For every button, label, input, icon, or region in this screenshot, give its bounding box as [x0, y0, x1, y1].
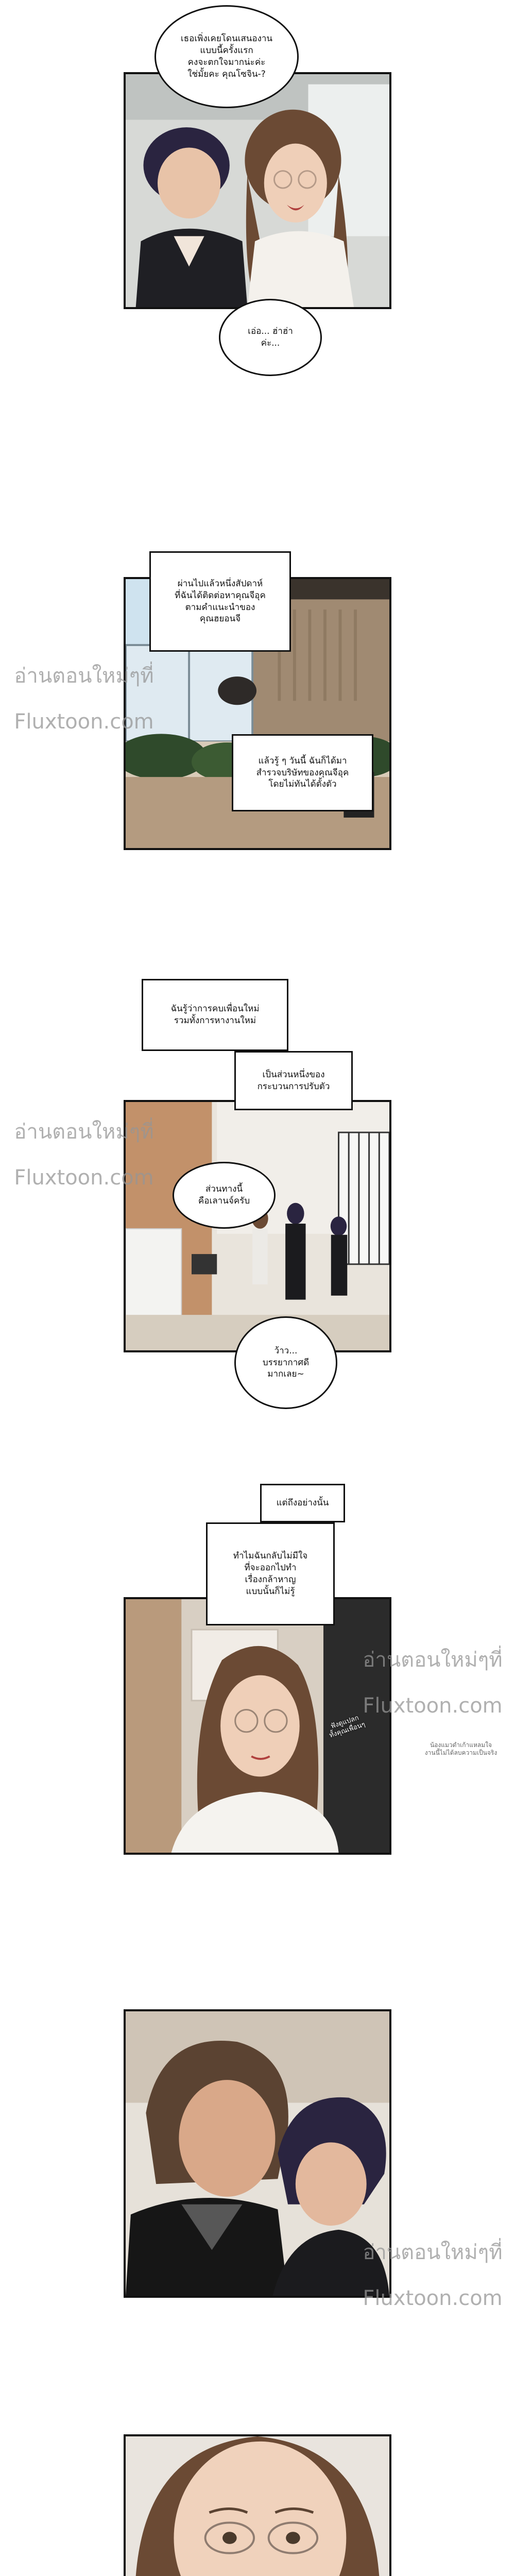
watermark-1-line2: Fluxtoon.com — [14, 710, 154, 734]
narration-box-1: ผ่านไปแล้วหนึ่งสัปดาห์ ที่ฉันได้ติดต่อหา… — [149, 551, 291, 652]
watermark-2-line1: อ่านตอนใหม่ๆที่ — [14, 1120, 154, 1144]
watermark-3-line1: อ่านตอนใหม่ๆที่ — [363, 1648, 503, 1672]
watermark-1: อ่านตอนใหม่ๆที่ Fluxtoon.com — [9, 641, 159, 757]
panel-1-art — [126, 74, 389, 307]
panel-1 — [124, 72, 391, 309]
speech-bubble-2: เอ่อ... ฮ่าฮ่า ค่ะ... — [219, 299, 322, 376]
speech-bubble-4: ว้าว... บรรยากาศดี มากเลย~ — [234, 1316, 337, 1409]
panel-4-art — [126, 1599, 389, 1853]
watermark-2-line2: Fluxtoon.com — [14, 1166, 154, 1190]
panel-5 — [124, 2009, 391, 2298]
credit-text: น้องแมวดำเก้าแหลมใจ งานนี้ไม่ได้ลบความเป… — [424, 1741, 497, 1756]
panel-4 — [124, 1597, 391, 1855]
watermark-1-line1: อ่านตอนใหม่ๆที่ — [14, 664, 154, 688]
narration-box-4: เป็นส่วนหนึ่งของ กระบวนการปรับตัว — [234, 1051, 353, 1110]
panel-3-art — [126, 1102, 389, 1350]
narration-box-6: ทำไมฉันกลับไม่มีใจ ที่จะออกไปทำ เรื่องกล… — [206, 1522, 335, 1625]
watermark-4-line2: Fluxtoon.com — [363, 2286, 503, 2311]
watermark-4-line1: อ่านตอนใหม่ๆที่ — [363, 2240, 503, 2264]
narration-box-5: แต่ถึงอย่างนั้น — [260, 1484, 345, 1522]
narration-box-3: ฉันรู้ว่าการคบเพื่อนใหม่ รวมทั้งการหางาน… — [142, 979, 288, 1051]
panel-6-art — [126, 2436, 389, 2576]
watermark-3: อ่านตอนใหม่ๆที่ Fluxtoon.com — [355, 1625, 510, 1741]
watermark-2: อ่านตอนใหม่ๆที่ Fluxtoon.com — [9, 1097, 159, 1213]
panel-5-art — [126, 2011, 389, 2296]
watermark-3-line2: Fluxtoon.com — [363, 1694, 503, 1718]
panel-3 — [124, 1100, 391, 1352]
speech-bubble-3: ส่วนทางนี้ คือเลานจ์ครับ — [173, 1162, 276, 1229]
speech-bubble-1: เธอเพิ่งเคยโดนเสนองาน แบบนี้ครั้งแรก คงจ… — [154, 5, 299, 108]
narration-box-2: แล้วรู้ ๆ วันนี้ ฉันก็ได้มา สำรวจบริษัทข… — [232, 734, 373, 811]
panel-6 — [124, 2434, 391, 2576]
watermark-4: อ่านตอนใหม่ๆที่ Fluxtoon.com — [355, 2218, 510, 2333]
